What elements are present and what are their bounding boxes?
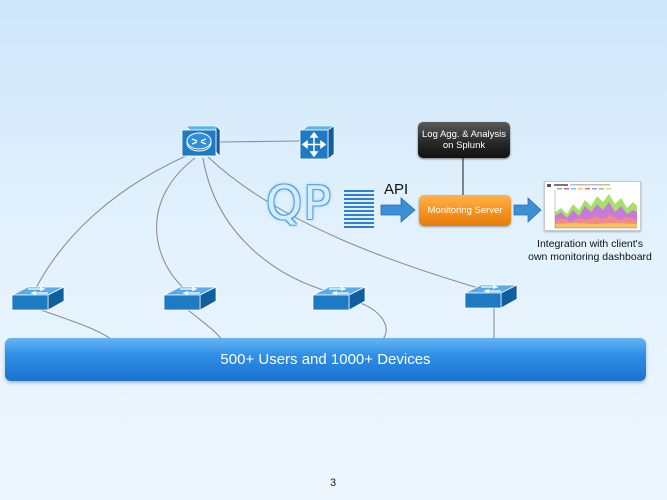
router-icon xyxy=(181,125,221,157)
api-arrow xyxy=(380,197,416,223)
dashboard-screenshot xyxy=(544,181,641,231)
integration-line2: own monitoring dashboard xyxy=(528,251,652,263)
wire-router-to-switch-2 xyxy=(156,157,196,293)
log-analysis-line1: Log Agg. & Analysis xyxy=(422,129,506,140)
layer3-switch-icon xyxy=(299,125,335,160)
qp-logo-bars xyxy=(344,190,374,228)
access-switch-3-icon xyxy=(312,286,366,311)
qp-logo-text: QP xyxy=(266,176,332,230)
wire-router-to-switch-4 xyxy=(207,156,486,291)
integration-caption: Integration with client's own monitoring… xyxy=(520,238,660,264)
log-analysis-box: Log Agg. & Analysis on Splunk xyxy=(418,122,510,158)
access-switch-2-icon xyxy=(163,286,217,311)
wire-router-to-l3switch xyxy=(217,140,301,143)
access-switch-1-icon xyxy=(11,286,65,311)
integration-line1: Integration with client's xyxy=(537,238,643,250)
dashboard-arrow xyxy=(513,197,542,223)
users-devices-label: 500+ Users and 1000+ Devices xyxy=(220,351,431,368)
wire-router-to-switch-1 xyxy=(33,154,189,293)
log-analysis-line2: on Splunk xyxy=(442,140,486,151)
users-devices-bar: 500+ Users and 1000+ Devices xyxy=(5,338,646,381)
monitoring-server-label: Monitoring Server xyxy=(427,205,503,216)
access-switch-4-icon xyxy=(464,284,518,309)
monitoring-server-box: Monitoring Server xyxy=(419,195,511,226)
wire-router-to-switch-3 xyxy=(202,157,331,293)
wire-switch-2-to-users xyxy=(187,309,223,341)
api-label: API xyxy=(384,181,409,198)
page-number: 3 xyxy=(329,477,337,489)
wire-switch-1-to-users xyxy=(37,308,113,341)
